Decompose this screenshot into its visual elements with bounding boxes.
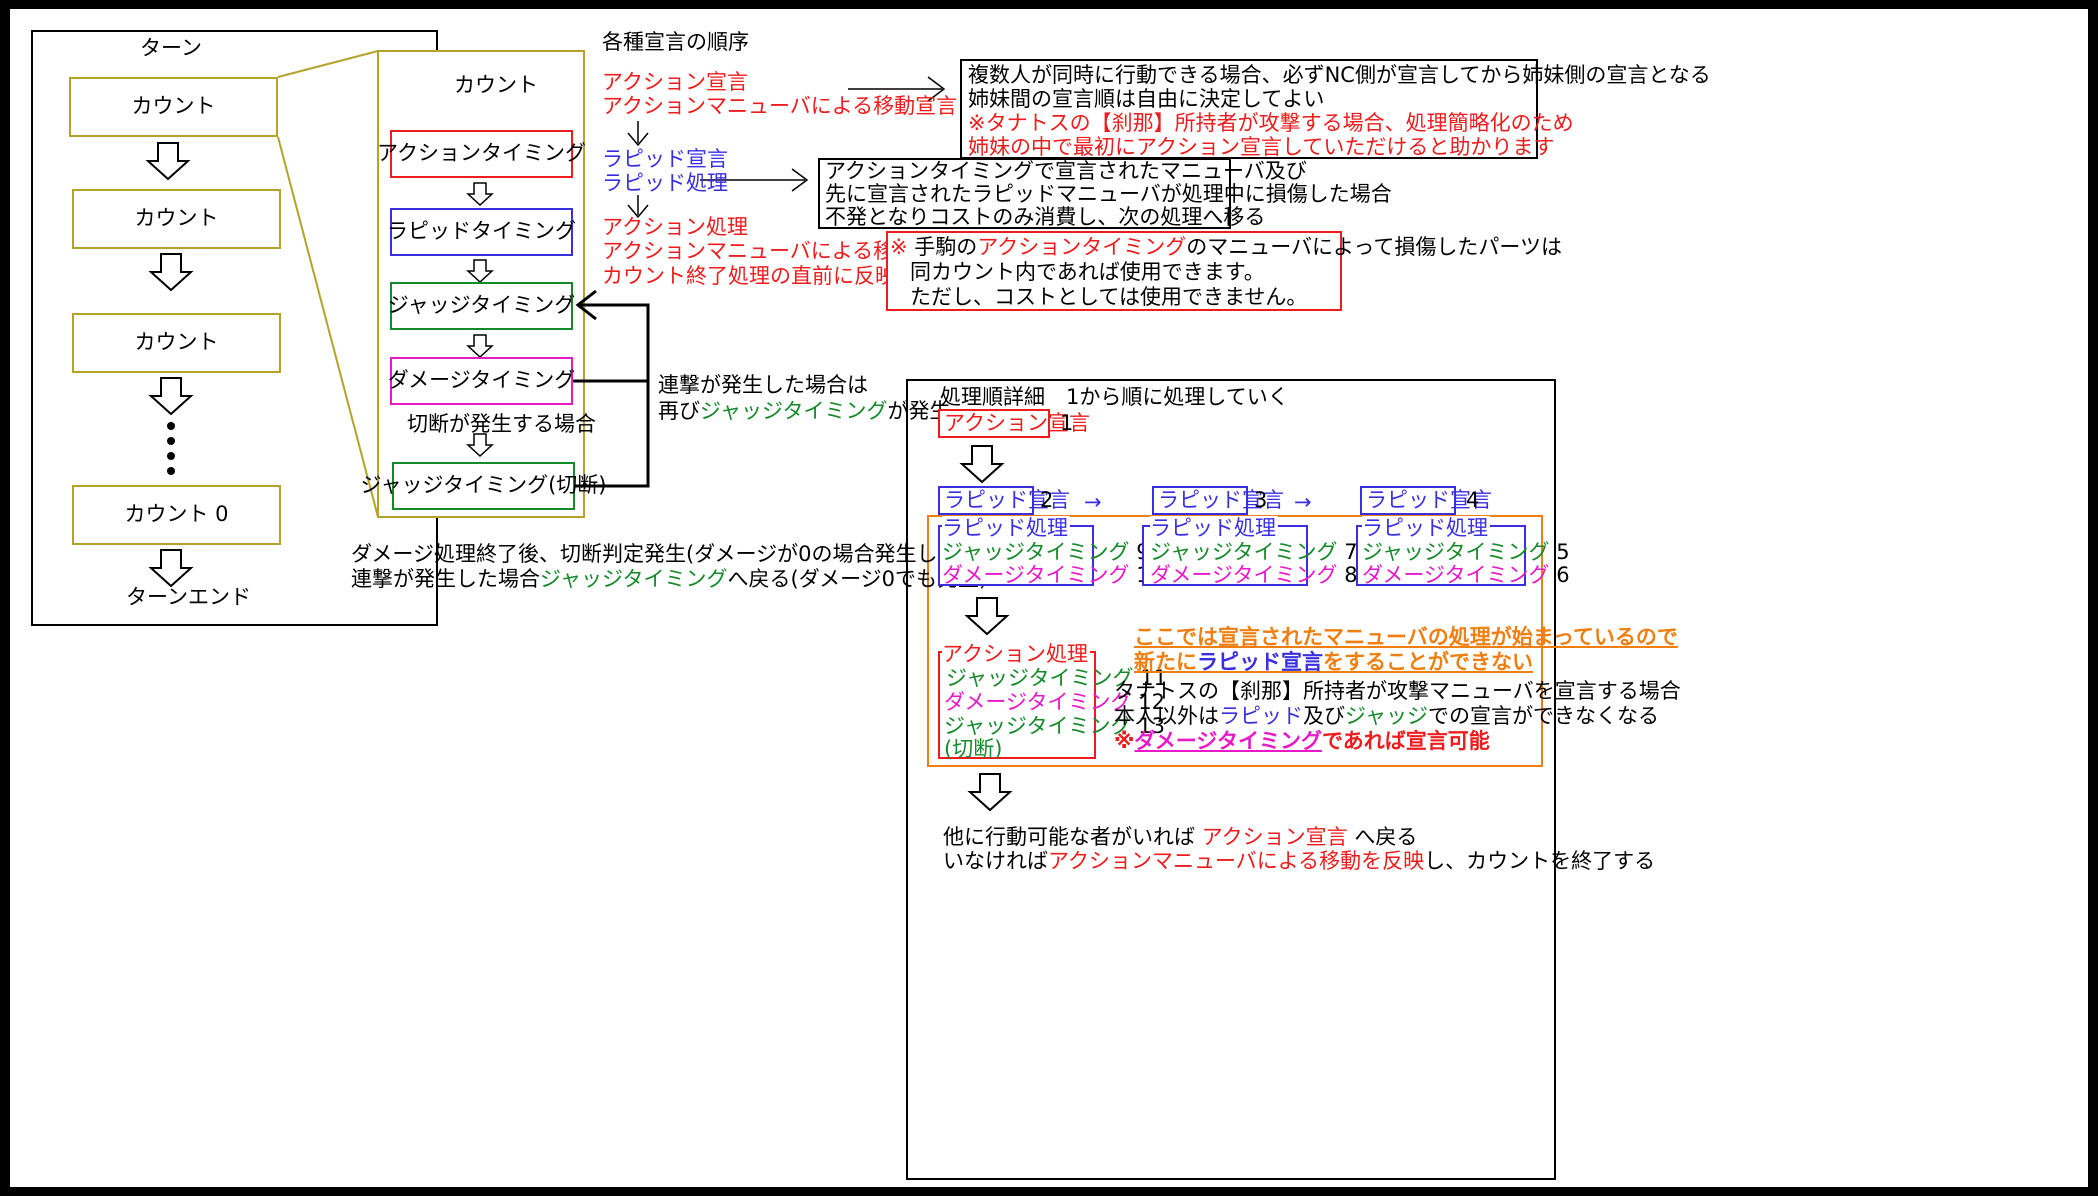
- order-action-proc: アクション処理: [602, 215, 748, 239]
- detail-footer-line2: いなければアクションマニューバによる移動を反映し、カウントを終了する: [943, 849, 1656, 873]
- action-proc-cut-label: (切断): [944, 737, 1003, 761]
- ellipsis-dot-4: [167, 467, 175, 475]
- action-timing-box: アクションタイミング: [377, 130, 586, 178]
- zoom-line-bottom: [277, 136, 379, 518]
- note1-line1: 複数人が同時に行動できる場合、必ずNC側が宣言してから姉妹側の宣言となる: [968, 63, 1711, 87]
- detail-rapid-decl-box-3: ラピッド宣言: [1360, 486, 1492, 515]
- detail-num-3: 3: [1254, 488, 1268, 512]
- turn-count-box-1: カウント: [69, 77, 278, 137]
- note3-line1: ※ 手駒のアクションタイミングのマニューバによって損傷したパーツは: [890, 235, 1562, 259]
- detail-action-decl-box: アクション宣言: [938, 409, 1090, 438]
- note2-line2: 先に宣言されたラピッドマニューバが処理中に損傷した場合: [825, 182, 1392, 206]
- rapid-proc-label-3: ラピッド処理: [1362, 516, 1490, 542]
- detail-arrow-1: [961, 445, 1003, 483]
- order-arrow-2: [627, 132, 649, 147]
- detail-rapid-proc-box-3: ラピッド処理 ジャッジタイミング 5 ダメージタイミング 6: [1356, 516, 1570, 587]
- ellipsis-dot-3: [167, 452, 175, 460]
- rapid-proc-3-judge: ジャッジタイミング 5: [1362, 540, 1570, 564]
- note2-line1: アクションタイミングで宣言されたマニューバ及び: [825, 159, 1307, 183]
- detail-arrow-3: [969, 773, 1011, 811]
- zoom-line-top: [277, 50, 379, 78]
- warn-line1: ここでは宣言されたマニューバの処理が始まっているので: [1134, 625, 1678, 649]
- note-box-damaged-parts: ※ 手駒のアクションタイミングのマニューバによって損傷したパーツは 同カウント内…: [886, 231, 1562, 311]
- order-rapid-decl: ラピッド宣言: [602, 147, 728, 171]
- detail-rapid-proc-box-1: ラピッド処理 ジャッジタイミング 9 ダメージタイミング 10: [938, 516, 1163, 587]
- rapid-proc-2-damage: ダメージタイミング 8: [1150, 563, 1358, 587]
- detail-rapid-proc-box-2: ラピッド処理 ジャッジタイミング 7 ダメージタイミング 8: [1142, 516, 1358, 587]
- cut-case-label: 切断が発生する場合: [407, 412, 596, 436]
- judge-cut-timing-box: ジャッジタイミング(切断): [361, 462, 606, 510]
- chain-loop-arrowhead: [575, 289, 597, 321]
- turn-count-box-3: カウント: [72, 313, 281, 373]
- order-action-decl: アクション宣言: [602, 70, 748, 94]
- action-proc-judge-cut: ジャッジタイミング 13: [944, 714, 1165, 738]
- note-box-multi-actor: 複数人が同時に行動できる場合、必ずNC側が宣言してから姉妹側の宣言となる 姉妹間…: [960, 59, 1711, 159]
- judge-timing-box: ジャッジタイミング: [388, 282, 575, 330]
- note3-line3: ただし、コストとしては使用できません。: [910, 285, 1308, 309]
- rapid-proc-label-2: ラピッド処理: [1150, 516, 1278, 542]
- detail-num-1: 1: [1060, 411, 1074, 435]
- order-arrow-3: [791, 168, 809, 192]
- note2-line3: 不発となりコストのみ消費し、次の処理へ移る: [825, 205, 1266, 229]
- diagram-canvas: ターン カウント カウント カウント カウント 0 ターンエンド カウント アク…: [10, 9, 2088, 1187]
- chain-loop-line-2: [575, 303, 650, 488]
- detail-rapid-decl-box-2: ラピッド宣言: [1152, 486, 1284, 515]
- note1-line3: ※タナトスの【刹那】所持者が攻撃する場合、処理簡略化のため: [968, 111, 1574, 135]
- detail-num-2: 2: [1040, 488, 1054, 512]
- detail-num-4: 4: [1466, 488, 1480, 512]
- detail-rapid-decl-box-1: ラピッド宣言: [938, 486, 1070, 515]
- turn-title: ターン: [140, 36, 202, 60]
- detail-arrow-2: [966, 597, 1008, 635]
- rapid-proc-1-judge: ジャッジタイミング 9: [942, 540, 1150, 564]
- setsuna-line2: 本人以外はラピッド及びジャッジでの宣言ができなくなる: [1114, 704, 1659, 728]
- action-proc-label: アクション処理: [942, 642, 1090, 668]
- turn-count-box-2: カウント: [72, 189, 281, 249]
- setsuna-line3: ※ダメージタイミングであれば宣言可能: [1114, 729, 1490, 753]
- chain-note-line2: 再びジャッジタイミングが発生: [658, 399, 951, 423]
- rapid-proc-1-damage: ダメージタイミング 10: [942, 563, 1163, 587]
- order-action-move-decl: アクションマニューバによる移動宣言: [602, 94, 958, 118]
- order-arrow-4: [627, 204, 649, 219]
- ellipsis-dot-1: [167, 422, 175, 430]
- damage-timing-box: ダメージタイミング: [388, 357, 575, 405]
- damage-note-line1: ダメージ処理終了後、切断判定発生(ダメージが0の場合発生しない): [351, 542, 988, 566]
- rapid-timing-box: ラピッドタイミング: [387, 208, 576, 256]
- order-action-move-1: アクションマニューバによる移動は: [602, 239, 937, 263]
- detail-arrow-right-1: →: [1084, 490, 1102, 514]
- detail-title: 処理順詳細 1から順に処理していく: [940, 385, 1289, 409]
- count-panel-title: カウント: [454, 73, 538, 97]
- detail-footer-line1: 他に行動可能な者がいれば アクション宣言 へ戻る: [943, 825, 1418, 849]
- order-action-move-2: カウント終了処理の直前に反映: [602, 264, 896, 288]
- turn-arrow-3: [150, 377, 192, 415]
- note3-line2: 同カウント内であれば使用できます。: [910, 260, 1265, 284]
- damage-note-line2: 連撃が発生した場合ジャッジタイミングへ戻る(ダメージ0でも発生): [351, 567, 988, 591]
- note1-line4: 姉妹の中で最初にアクション宣言していただけると助かります: [968, 135, 1555, 159]
- order-title: 各種宣言の順序: [602, 30, 749, 54]
- turn-end-label: ターンエンド: [126, 585, 251, 609]
- turn-count-box-zero: カウント 0: [72, 485, 281, 545]
- note1-line2: 姉妹間の宣言順は自由に決定してよい: [968, 87, 1325, 111]
- order-rapid-proc: ラピッド処理: [602, 171, 728, 195]
- note-box-misfire: アクションタイミングで宣言されたマニューバ及び 先に宣言されたラピッドマニューバ…: [818, 158, 1392, 229]
- turn-arrow-4: [150, 549, 192, 587]
- rapid-proc-label-1: ラピッド処理: [942, 516, 1070, 542]
- order-arrow-1: [927, 76, 946, 102]
- action-proc-judge: ジャッジタイミング 11: [946, 666, 1167, 690]
- chain-note-line1: 連撃が発生した場合は: [658, 373, 868, 397]
- rapid-proc-2-judge: ジャッジタイミング 7: [1150, 540, 1358, 564]
- detail-panel-border: [906, 379, 1556, 1180]
- setsuna-line1: タナトスの【刹那】所持者が攻撃マニューバを宣言する場合: [1114, 679, 1681, 703]
- ellipsis-dot-2: [167, 437, 175, 445]
- detail-arrow-right-2: →: [1294, 490, 1312, 514]
- detail-action-proc-box: アクション処理 ジャッジタイミング 11 ダメージタイミング 12 ジャッジタイ…: [938, 642, 1167, 761]
- turn-arrow-1: [147, 142, 189, 180]
- rapid-proc-3-damage: ダメージタイミング 6: [1362, 563, 1570, 587]
- warn-line2: 新たにラピッド宣言をすることができない: [1134, 650, 1533, 674]
- turn-arrow-2: [150, 253, 192, 291]
- action-proc-damage: ダメージタイミング 12: [944, 690, 1165, 714]
